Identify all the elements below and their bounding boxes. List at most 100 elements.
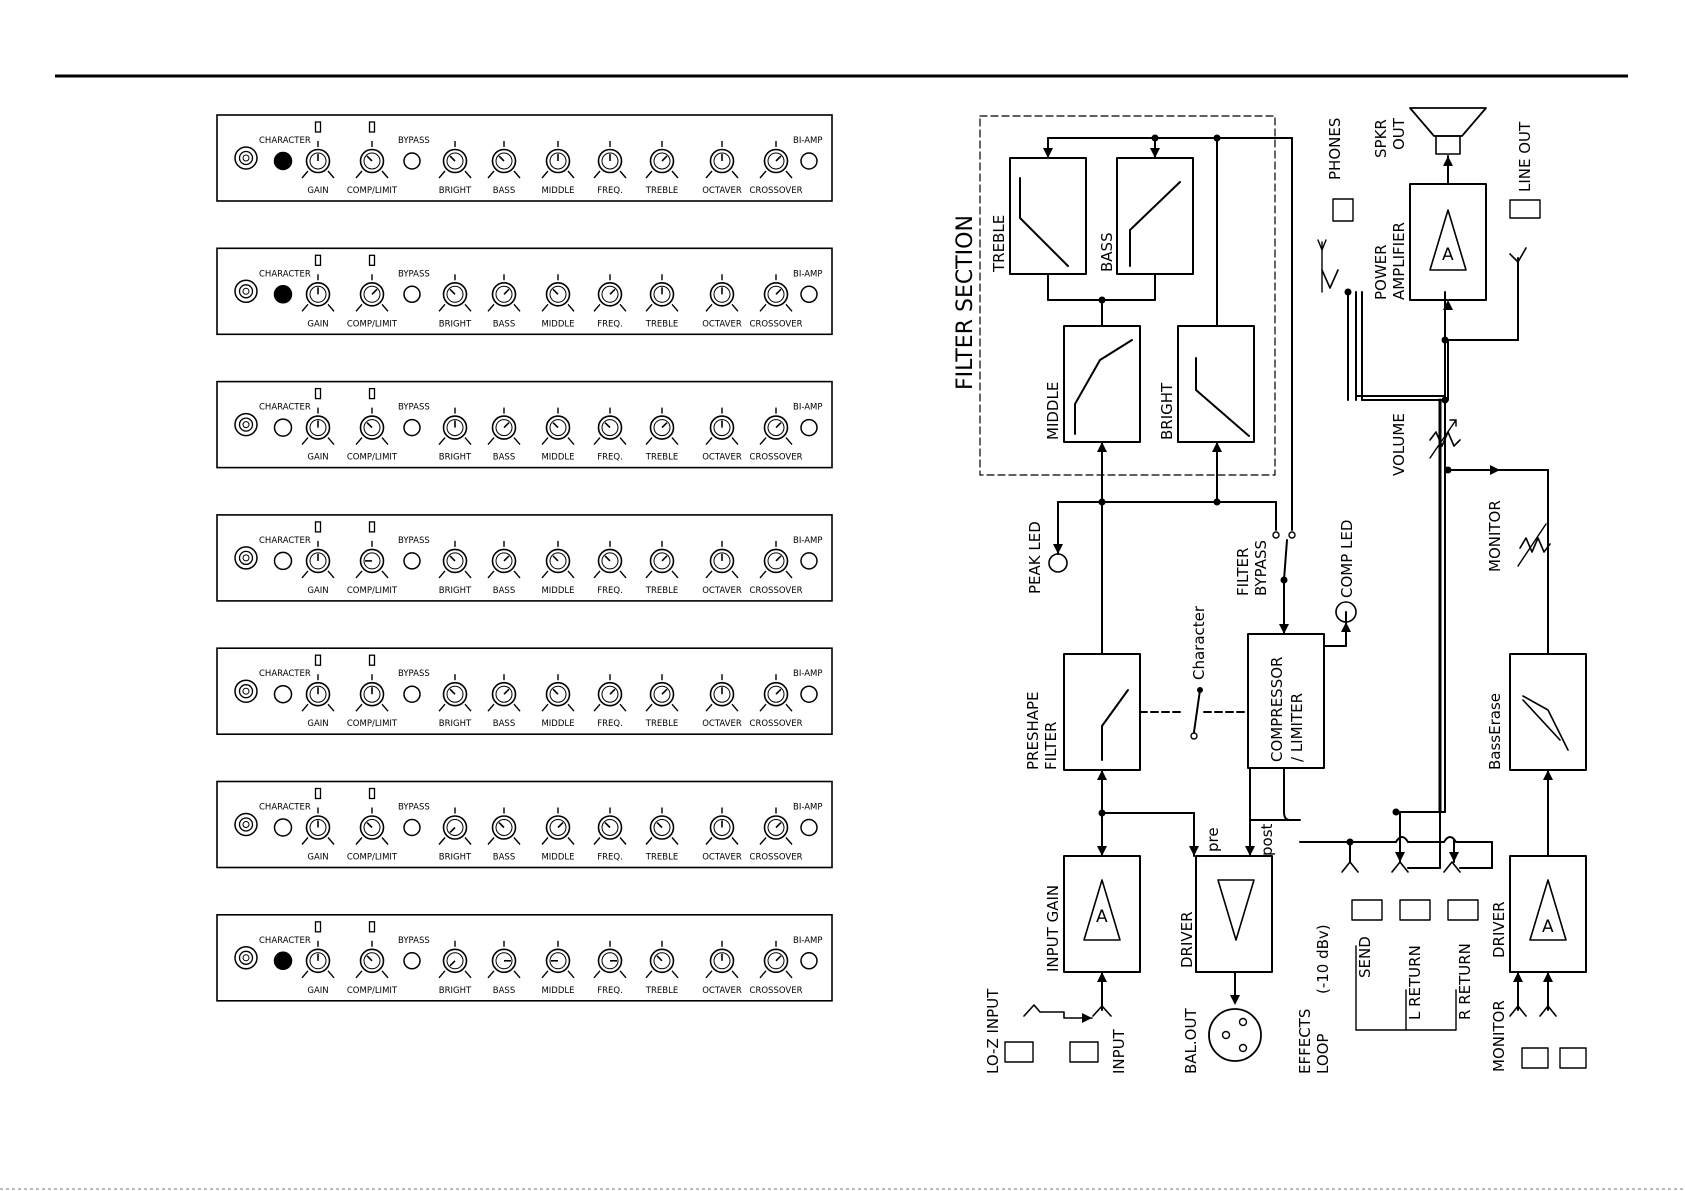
knob[interactable] — [355, 407, 389, 446]
knob[interactable] — [301, 141, 335, 179]
knob[interactable] — [759, 141, 793, 179]
bypass-button[interactable] — [403, 418, 421, 437]
knob[interactable] — [487, 674, 521, 712]
knob[interactable] — [541, 274, 575, 312]
knob[interactable] — [355, 674, 389, 712]
bypass-button[interactable] — [403, 685, 421, 703]
knob[interactable] — [487, 540, 521, 579]
knob[interactable] — [759, 407, 793, 446]
knob[interactable] — [438, 141, 472, 179]
knob[interactable] — [541, 674, 575, 712]
knob[interactable] — [487, 141, 521, 179]
knob[interactable] — [355, 141, 389, 179]
effects-level-label: (-10 dBv) — [1314, 924, 1332, 994]
knob[interactable] — [593, 940, 627, 979]
character-label: CHARACTER — [259, 803, 311, 813]
knob[interactable] — [487, 807, 521, 845]
knob-label: OCTAVER — [702, 986, 742, 996]
knob[interactable] — [593, 540, 627, 579]
knob[interactable] — [705, 940, 739, 979]
knob[interactable] — [355, 540, 389, 579]
bypass-button[interactable] — [403, 152, 421, 170]
bypass-button[interactable] — [403, 552, 421, 570]
character-button[interactable] — [273, 818, 293, 837]
bi-amp-button[interactable] — [800, 685, 818, 703]
knob[interactable] — [355, 807, 389, 845]
knob[interactable] — [593, 807, 627, 845]
knob[interactable] — [301, 540, 335, 579]
character-button[interactable] — [273, 951, 293, 971]
knob[interactable] — [645, 807, 679, 845]
knob[interactable] — [705, 674, 739, 712]
knob[interactable] — [541, 540, 575, 579]
knob-label: GAIN — [307, 986, 328, 996]
character-button[interactable] — [273, 551, 293, 571]
power-amp-symbol: A — [1442, 245, 1454, 265]
knob[interactable] — [645, 674, 679, 712]
bi-amp-button[interactable] — [800, 952, 818, 970]
character-button[interactable] — [273, 684, 293, 704]
knob[interactable] — [301, 274, 335, 312]
knob[interactable] — [593, 407, 627, 446]
knob[interactable] — [759, 674, 793, 712]
bi-amp-button[interactable] — [800, 285, 818, 304]
knob[interactable] — [645, 407, 679, 446]
knob[interactable] — [301, 407, 335, 446]
knob[interactable] — [705, 274, 739, 312]
knob-label: MIDDLE — [541, 453, 574, 463]
character-button[interactable] — [273, 151, 293, 171]
r-return-jack — [1447, 899, 1479, 921]
knob[interactable] — [705, 540, 739, 579]
knob[interactable] — [438, 540, 472, 579]
knob[interactable] — [487, 407, 521, 446]
knob[interactable] — [705, 141, 739, 179]
knob-label: TREBLE — [645, 586, 678, 596]
knob[interactable] — [705, 407, 739, 446]
knob[interactable] — [541, 807, 575, 845]
knob[interactable] — [541, 940, 575, 979]
character-button[interactable] — [273, 418, 293, 437]
bypass-button[interactable] — [403, 952, 421, 970]
knob[interactable] — [487, 940, 521, 979]
knob[interactable] — [705, 807, 739, 845]
bi-amp-button[interactable] — [800, 418, 818, 437]
bi-amp-button[interactable] — [800, 818, 818, 837]
knob-label: BRIGHT — [439, 319, 472, 329]
knob[interactable] — [759, 274, 793, 312]
knob[interactable] — [301, 674, 335, 712]
knob[interactable] — [487, 274, 521, 312]
knob[interactable] — [541, 141, 575, 179]
knob[interactable] — [541, 407, 575, 446]
knob[interactable] — [438, 407, 472, 446]
bypass-label: BYPASS — [398, 136, 430, 146]
basserase-curve — [1522, 695, 1569, 751]
panel-frame — [216, 114, 833, 202]
bypass-button[interactable] — [403, 285, 421, 304]
bi-amp-button[interactable] — [800, 152, 818, 170]
knob-pointer — [449, 155, 456, 162]
bi-amp-button[interactable] — [800, 552, 818, 570]
knob[interactable] — [759, 807, 793, 845]
knob[interactable] — [759, 940, 793, 979]
knob[interactable] — [355, 940, 389, 979]
bypass-button[interactable] — [403, 818, 421, 837]
led-indicator — [368, 921, 376, 933]
peak-led-icon — [1048, 553, 1068, 573]
knob[interactable] — [355, 274, 389, 312]
knob[interactable] — [645, 141, 679, 179]
character-button[interactable] — [273, 285, 293, 304]
knob[interactable] — [438, 807, 472, 845]
knob[interactable] — [593, 141, 627, 179]
knob[interactable] — [438, 674, 472, 712]
knob[interactable] — [645, 940, 679, 979]
knob[interactable] — [593, 274, 627, 312]
knob[interactable] — [593, 674, 627, 712]
knob[interactable] — [438, 940, 472, 979]
knob[interactable] — [301, 940, 335, 979]
knob[interactable] — [438, 274, 472, 312]
knob[interactable] — [759, 540, 793, 579]
knob[interactable] — [645, 540, 679, 579]
knob[interactable] — [301, 807, 335, 845]
knob[interactable] — [645, 274, 679, 312]
